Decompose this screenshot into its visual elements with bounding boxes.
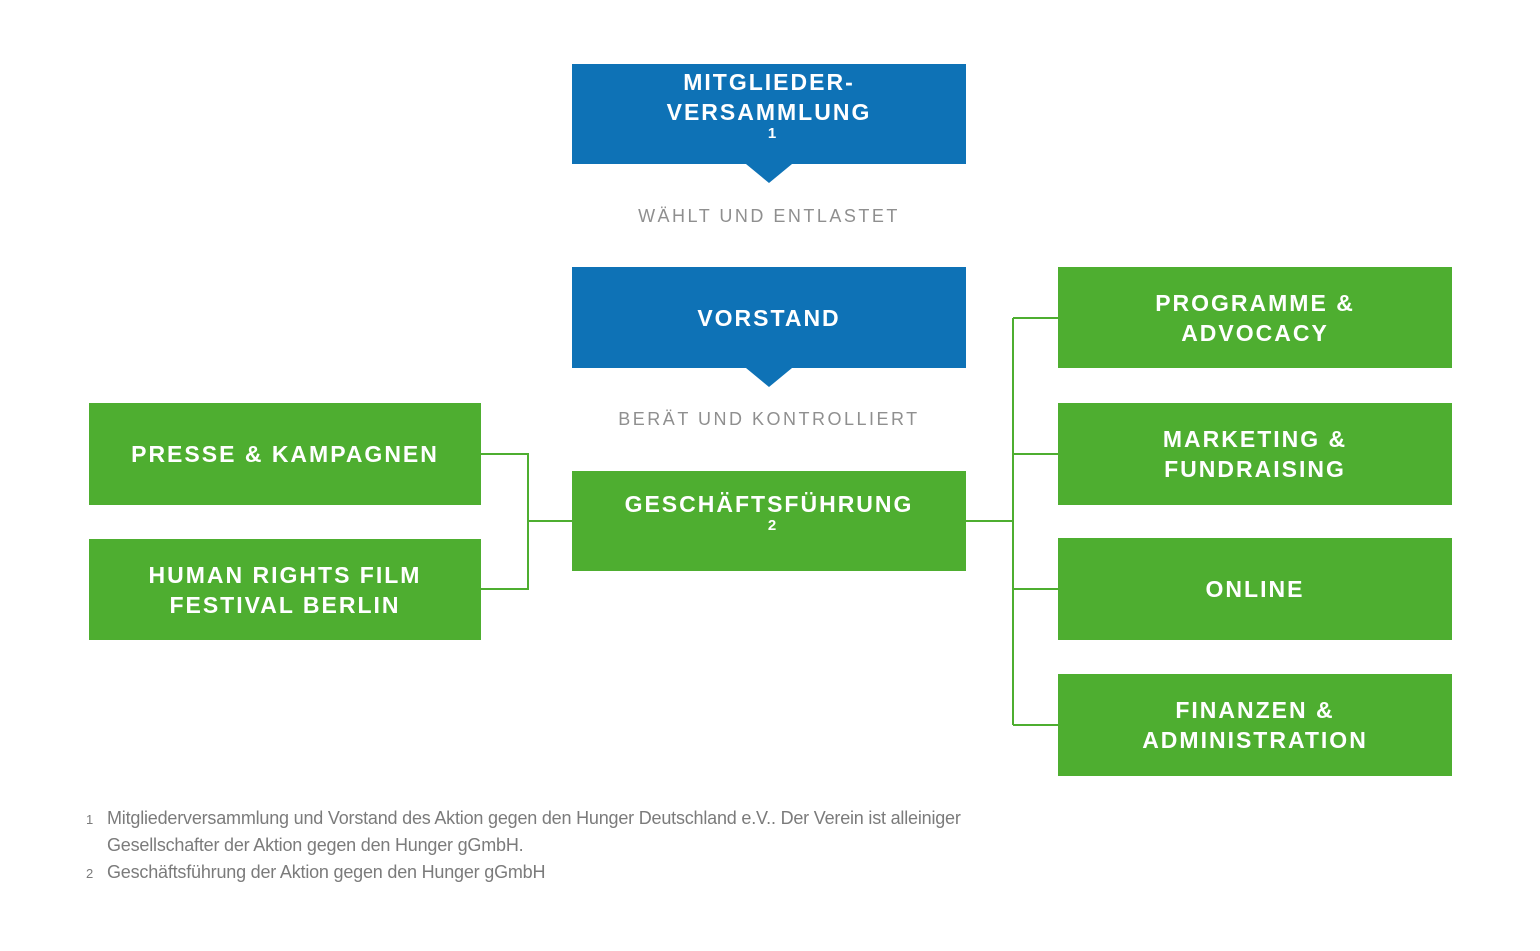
- box-label-line: FINANZEN &: [1175, 697, 1335, 723]
- box-marketing-fundraising: MARKETING & FUNDRAISING: [1058, 403, 1452, 505]
- footnote-ref-1: 1: [767, 124, 777, 142]
- footnote-1: 1 Mitgliederversammlung und Vorstand des …: [86, 805, 1031, 859]
- footnotes: 1 Mitgliederversammlung und Vorstand des …: [86, 805, 1031, 886]
- box-online: ONLINE: [1058, 538, 1452, 640]
- footnote-ref-2: 2: [767, 516, 777, 534]
- box-label: PROGRAMME & ADVOCACY: [1155, 288, 1355, 348]
- footnote-marker: 2: [86, 866, 94, 881]
- box-label: PRESSE & KAMPAGNEN: [131, 439, 439, 469]
- box-label-line: MITGLIEDER-: [683, 68, 855, 95]
- box-label: FINANZEN & ADMINISTRATION: [1142, 695, 1368, 755]
- footnote-marker: 1: [86, 812, 94, 827]
- box-label-line: PROGRAMME &: [1155, 289, 1355, 316]
- box-label-line: HUMAN RIGHTS FILM: [148, 561, 422, 588]
- box-label-text: VERSAMMLUNG: [666, 98, 872, 125]
- box-label-line: FUNDRAISING: [1164, 456, 1346, 482]
- box-finanzen-administration: FINANZEN & ADMINISTRATION: [1058, 674, 1452, 776]
- box-presse-kampagnen: PRESSE & KAMPAGNEN: [89, 403, 481, 505]
- relation-beraet-und-kontrolliert: BERÄT UND KONTROLLIERT: [618, 409, 920, 429]
- connector-left-branch: [481, 453, 529, 590]
- box-label-line: ADMINISTRATION: [1142, 727, 1368, 753]
- box-programme-advocacy: PROGRAMME & ADVOCACY: [1058, 267, 1452, 368]
- box-label-line: FESTIVAL BERLIN: [169, 591, 401, 618]
- box-label-line: ADVOCACY: [1181, 319, 1329, 346]
- footnote-2: 2 Geschäftsführung der Aktion gegen den H…: [86, 859, 1031, 886]
- box-vorstand: VORSTAND: [572, 267, 966, 387]
- footnote-text: Mitgliederversammlung und Vorstand des A…: [107, 808, 961, 855]
- arrow-down-icon: [746, 368, 792, 387]
- box-label-line: MARKETING &: [1162, 426, 1348, 452]
- box-label-line: PRESSE & KAMPAGNEN: [131, 441, 439, 467]
- arrow-down-icon: [746, 164, 792, 183]
- box-human-rights-film-festival: HUMAN RIGHTS FILM FESTIVAL BERLIN: [89, 539, 481, 640]
- box-label-line: VORSTAND: [697, 304, 841, 331]
- box-label: MARKETING & FUNDRAISING: [1163, 424, 1347, 484]
- box-label: ONLINE: [1206, 574, 1305, 604]
- box-label-line: ONLINE: [1205, 576, 1305, 602]
- box-label: HUMAN RIGHTS FILM FESTIVAL BERLIN: [149, 560, 422, 620]
- footnote-text: Geschäftsführung der Aktion gegen den Hu…: [107, 862, 546, 882]
- box-label-text: GESCHÄFTSFÜHRUNG: [624, 490, 914, 517]
- box-label: VORSTAND: [697, 303, 840, 333]
- relation-waehlt-und-entlastet: WÄHLT UND ENTLASTET: [638, 206, 900, 226]
